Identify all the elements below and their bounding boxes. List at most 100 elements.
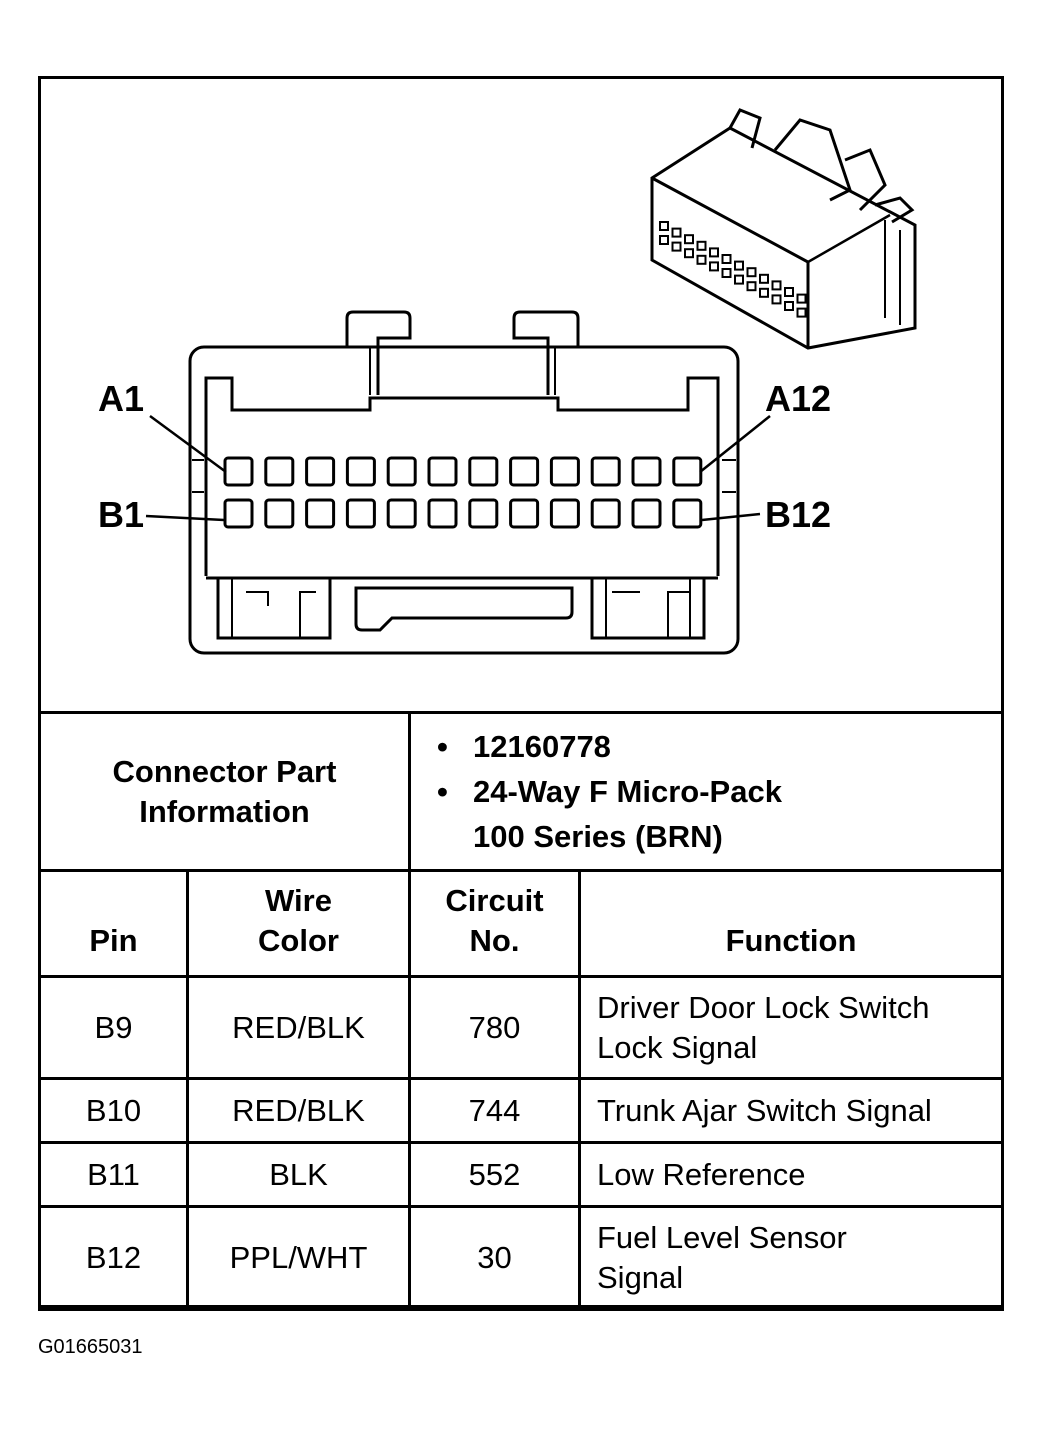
cell-wire-color: BLK [186,1141,411,1208]
iso-pin-a6 [721,254,732,264]
header-pin: Pin [38,869,189,978]
pin-cavity-a8 [509,456,540,487]
cell-circuit: 552 [408,1141,581,1208]
iso-pin-a7 [734,260,744,271]
iso-pin-a4 [696,240,707,251]
cell-circuit: 780 [408,975,581,1080]
cell-wire-color: RED/BLK [186,1077,411,1144]
connector-part-label: Connector Part Information [38,711,411,872]
pin-leader-lines [145,414,771,522]
pin-cavity-b7 [468,498,499,529]
pin-cavity-a7 [468,456,499,487]
iso-pin-b4 [696,254,707,265]
pin-cavity-a5 [386,456,417,487]
table-row: B10 RED/BLK 744 Trunk Ajar Switch Signal [38,1077,1004,1144]
pin-cavity-b11 [631,498,662,529]
pin-cavity-b2 [264,498,295,529]
isometric-pin-holes [659,221,807,318]
header-circuit-line1: Circuit [445,883,544,918]
pin-cavity-b1 [223,498,254,529]
connector-part-label-line2: Information [139,793,310,829]
pin-cavity-a10 [590,456,621,487]
iso-pin-b9 [759,287,769,298]
pin-cavity-b5 [386,498,417,529]
pin-cavity-a3 [305,456,336,487]
cell-circuit: 744 [408,1077,581,1144]
cell-pin: B12 [38,1205,189,1311]
header-wire-color-line2: Color [258,923,339,958]
pin-cavity-b3 [305,498,336,529]
iso-pin-a5 [709,247,719,258]
iso-pin-b6 [721,268,732,278]
iso-pin-a9 [759,273,769,284]
cell-function: Low Reference [578,1141,1004,1208]
iso-pin-a11 [784,287,794,297]
cell-wire-color: RED/BLK [186,975,411,1080]
iso-pin-b11 [784,301,794,311]
cell-wire-color: PPL/WHT [186,1205,411,1311]
table-row: B11 BLK 552 Low Reference [38,1141,1004,1208]
header-circuit-line2: No. [469,923,520,958]
header-function: Function [578,869,1004,978]
connector-part-row: Connector Part Information 12160778 24-W… [38,711,1004,872]
iso-pin-b3 [684,248,694,259]
iso-pin-b12 [796,307,807,318]
iso-pin-a1 [659,221,669,231]
cell-function-line2: Lock Signal [597,1029,758,1065]
pin-cavity-b10 [590,498,621,529]
iso-pin-a3 [684,234,694,245]
pin-label-a12: A12 [765,378,832,419]
iso-pin-b8 [746,281,757,292]
cell-function: Trunk Ajar Switch Signal [578,1077,1004,1144]
connector-info-table: Connector Part Information 12160778 24-W… [38,711,1004,1311]
part-number: 12160778 [437,724,1001,769]
iso-pin-a2 [671,227,682,238]
header-pin-text: Pin [89,923,138,958]
iso-pin-a12 [796,293,807,304]
cell-function-line1: Driver Door Lock Switch [597,989,930,1025]
pin-cavity-a9 [549,456,580,487]
pin-cavity-a1 [223,456,254,487]
connector-isometric-view [650,108,917,350]
pin-cavity-b8 [509,498,540,529]
cell-function-line1: Fuel Level Sensor [597,1220,847,1255]
cell-function-line2: Signal [597,1260,684,1295]
cell-circuit: 30 [408,1205,581,1311]
iso-pin-b1 [659,235,669,245]
pin-cavity-a6 [427,456,458,487]
header-function-text: Function [725,923,857,958]
cell-pin: B9 [38,975,189,1080]
pin-cavity-a12 [672,456,703,487]
pin-grid [223,456,703,529]
iso-pin-b10 [771,294,782,305]
connector-part-label-line1: Connector Part [112,753,337,789]
pin-cavity-b9 [549,498,580,529]
iso-pin-b5 [709,261,719,272]
iso-pin-a8 [746,267,757,278]
pin-cavity-a11 [631,456,662,487]
pin-cavity-b4 [345,498,376,529]
part-description-line1: 24-Way F Micro-Pack [473,774,782,809]
pin-cavity-b12 [672,498,703,529]
connector-face-drawing [188,310,740,655]
cell-pin: B10 [38,1077,189,1144]
pin-label-b1: B1 [98,494,145,535]
iso-pin-b2 [671,241,682,252]
iso-pin-a10 [771,280,782,291]
cell-pin: B11 [38,1141,189,1208]
iso-pin-b7 [734,274,744,285]
header-wire-color-line1: Wire [265,883,332,918]
connector-diagram [145,108,917,655]
pin-label-b12: B12 [765,494,832,535]
pin-cavity-b6 [427,498,458,529]
